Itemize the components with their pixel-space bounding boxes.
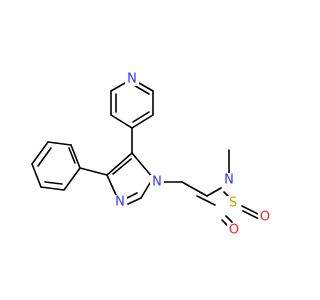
bond: [44, 181, 63, 185]
bond: [40, 186, 65, 191]
imidazole-nitrogen-1-label: N: [150, 175, 164, 190]
bond: [31, 141, 49, 165]
atom-label-n: N: [115, 195, 125, 210]
bond: [112, 158, 132, 175]
imidazole-nitrogen-3-label: N: [113, 195, 127, 210]
bond: [47, 141, 72, 146]
oxygen-1-label: O: [258, 210, 272, 225]
bond: [79, 167, 108, 176]
bond: [68, 147, 76, 164]
atom-label-o: O: [260, 210, 270, 225]
bond: [181, 181, 208, 197]
bond: [37, 147, 52, 167]
bond: [196, 195, 216, 206]
bond: [126, 192, 138, 199]
bond: [225, 215, 233, 223]
atom-label-s: S: [229, 196, 237, 211]
molecule-structure-diagram: N N N N S O O: [31, 72, 272, 238]
atom-label-n: N: [127, 72, 137, 87]
atom-label-n: N: [224, 173, 234, 188]
bond: [70, 144, 81, 169]
bond: [31, 163, 42, 188]
bond: [110, 114, 133, 129]
bond: [106, 174, 117, 196]
bond: [206, 187, 222, 197]
bond: [127, 197, 142, 205]
oxygen-2-label: O: [227, 223, 241, 238]
pyridine-nitrogen-label: N: [125, 72, 139, 87]
sulfur-label: S: [226, 196, 240, 211]
atom-labels: N N N N S O O: [113, 72, 272, 238]
bond: [132, 111, 150, 123]
bond: [131, 114, 154, 129]
bond: [63, 167, 81, 191]
atom-label-o: O: [229, 223, 239, 238]
bonds: [31, 78, 260, 227]
bond: [241, 205, 259, 215]
atom-label-n: N: [152, 175, 162, 190]
amine-nitrogen-label: N: [222, 173, 236, 188]
bond: [106, 152, 133, 176]
bond: [131, 152, 154, 179]
bond: [242, 210, 260, 220]
